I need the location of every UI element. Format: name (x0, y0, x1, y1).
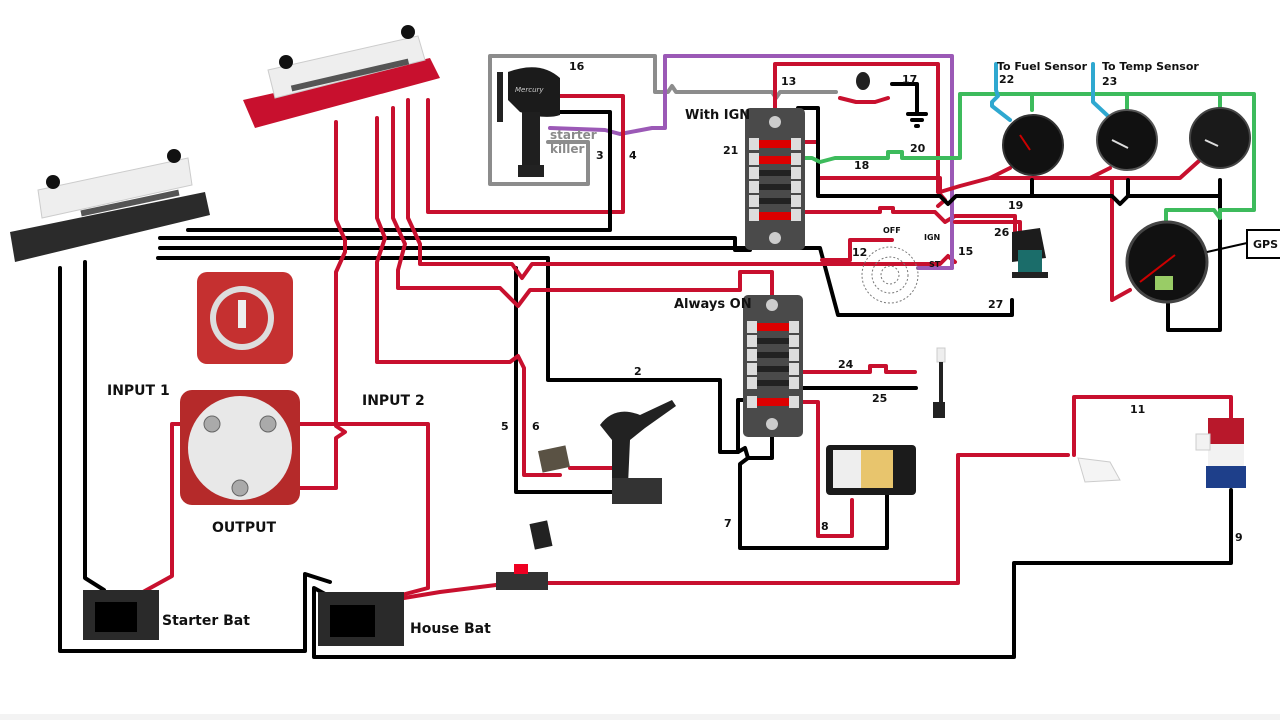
bus-stud-icon (46, 175, 60, 189)
fuse-block-ign-label: With IGN (685, 108, 750, 123)
starter-killer-label-2: killer (550, 142, 584, 156)
starter-battery-label: Starter Bat (162, 613, 250, 629)
input1-label: INPUT 1 (107, 383, 170, 399)
wire-ground-bus-4 (514, 266, 618, 494)
starter-battery (83, 590, 159, 640)
wire-positive-main (263, 120, 347, 490)
wire-9 (312, 488, 1233, 659)
anchor-light (933, 347, 946, 418)
negative-bus-bar (10, 149, 210, 262)
wire-label-6: 6 (532, 420, 540, 433)
wire-label-9: 9 (1235, 531, 1243, 544)
wire-label-4: 4 (629, 149, 637, 162)
starter-killer-label-1: starter (550, 128, 597, 142)
ignition-ign-label: IGN (924, 233, 940, 242)
wire-label-16: 16 (569, 60, 585, 73)
output-label: OUTPUT (212, 520, 276, 536)
wire-label-20: 20 (910, 142, 926, 155)
wire-23-temp-sensor (1091, 62, 1110, 118)
bottom-strip (0, 714, 1280, 720)
circuit-breaker (538, 445, 570, 473)
bilge-pump (1195, 418, 1246, 488)
wire-neg-bus-ground (58, 266, 332, 653)
input2-label: INPUT 2 (362, 393, 425, 409)
wire-positive-3 (391, 106, 774, 308)
house-battery-label: House Bat (410, 621, 491, 637)
wire-label-25: 25 (872, 392, 887, 405)
wire-positive-4 (406, 98, 957, 280)
wire-label-18: 18 (854, 159, 869, 172)
wire-11 (1072, 395, 1233, 457)
temp-sensor-label: To Temp Sensor (1102, 60, 1199, 73)
bus-stud-icon (279, 55, 293, 69)
battery-selector-switch (197, 272, 293, 364)
wire-starter-ground (83, 260, 106, 592)
wire-19 (796, 106, 1222, 332)
wire-ign-to-gauges (793, 140, 1202, 302)
house-battery (318, 592, 404, 646)
nav-light (1012, 228, 1048, 278)
volt-gauge (1189, 107, 1251, 169)
gps-box-label: GPS b (1253, 238, 1280, 251)
wire-label-13: 13 (781, 75, 796, 88)
wire-26 (953, 220, 1022, 234)
ignition-switch (861, 246, 919, 304)
wire-7b (746, 426, 774, 460)
wire-label-11: 11 (1130, 403, 1145, 416)
gps-speedometer (1125, 220, 1209, 304)
wire-24 (793, 364, 917, 374)
bilge-float-switch (1077, 457, 1121, 483)
wire-label-21: 21 (723, 144, 738, 157)
wire-label-23: 23 (1102, 75, 1117, 88)
wire-label-7: 7 (724, 517, 732, 530)
motor-brand: Mercury (515, 86, 544, 94)
fuse-block-ign (745, 108, 805, 250)
wire-12-ign (820, 238, 894, 262)
inline-fuse (496, 564, 548, 590)
wire-label-3: 3 (596, 149, 604, 162)
bus-stud-icon (401, 25, 415, 39)
accessory-plug (529, 520, 553, 550)
wire-12 (793, 206, 1017, 234)
wire-input2 (266, 422, 430, 600)
wire-label-19: 19 (1008, 199, 1023, 212)
ignition-off-label: OFF (883, 226, 901, 235)
positive-bus-bar (243, 25, 440, 128)
gps-box (1246, 229, 1280, 259)
wire-label-24: 24 (838, 358, 854, 371)
fuel-sensor-label: To Fuel Sensor (997, 60, 1088, 73)
wire-ground-bus-2 (158, 246, 1014, 317)
fuel-gauge (1002, 114, 1064, 176)
wire-label-2: 2 (634, 365, 642, 378)
wire-22-fuel-sensor (990, 62, 1012, 122)
wire-15 (933, 214, 954, 270)
battery-switch (180, 390, 300, 505)
wire-8 (793, 400, 854, 538)
wire-17 (890, 82, 928, 128)
wire-label-5: 5 (501, 420, 509, 433)
wire-positive-2 (375, 116, 562, 477)
wire-17-horn (838, 96, 890, 104)
wire-label-8: 8 (821, 520, 829, 533)
wire-18 (793, 92, 1256, 224)
wire-label-27: 27 (988, 298, 1003, 311)
wire-ground-bus-3 (156, 256, 889, 550)
wire-label-15: 15 (958, 245, 973, 258)
wire-label-17: 17 (902, 73, 917, 86)
bus-stud-icon (167, 149, 181, 163)
trolling-motor (600, 400, 676, 504)
ignition-st-label: ST (929, 260, 941, 269)
fishfinder (826, 445, 916, 495)
wire-label-22: 22 (999, 73, 1014, 86)
fuse-block-always-on (743, 295, 803, 437)
fuse-block-always-label: Always ON (674, 297, 752, 312)
wire-label-12: 12 (852, 246, 867, 259)
temp-gauge (1096, 109, 1158, 171)
horn (856, 72, 870, 90)
wire-16-starter-killer (488, 54, 838, 186)
outboard-motor: Mercury (497, 67, 560, 177)
wire-label-26: 26 (994, 226, 1010, 239)
wire-4 (426, 94, 625, 214)
